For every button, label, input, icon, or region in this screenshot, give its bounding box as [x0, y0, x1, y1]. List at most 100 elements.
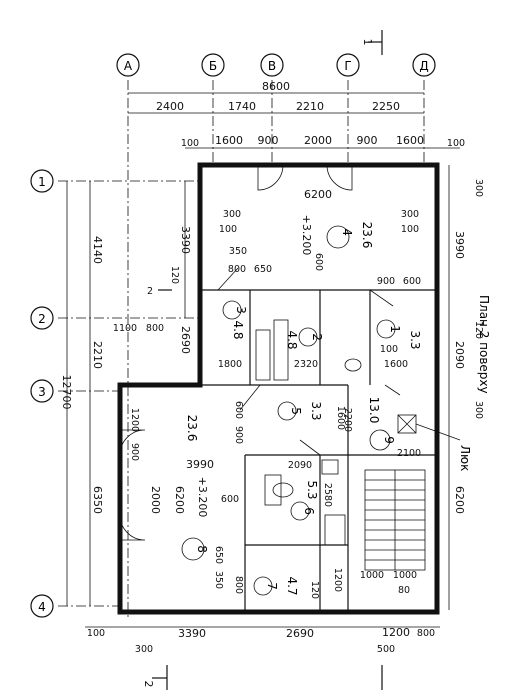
svg-text:800: 800 — [417, 628, 435, 639]
door-swings — [119, 164, 401, 541]
axis-bubble-3: 3 — [30, 379, 54, 403]
axis-bubble-1: 1 — [30, 169, 54, 193]
svg-text:100: 100 — [380, 344, 398, 355]
svg-text:900: 900 — [357, 134, 378, 147]
svg-text:1600: 1600 — [384, 359, 408, 370]
svg-text:2320: 2320 — [294, 359, 318, 370]
svg-text:1200: 1200 — [332, 568, 343, 592]
hatch-label: Люк — [458, 445, 472, 471]
svg-text:23.6: 23.6 — [185, 415, 199, 442]
svg-text:900: 900 — [377, 276, 395, 287]
axis-label-v: В — [268, 59, 276, 73]
svg-text:1200: 1200 — [382, 626, 410, 639]
svg-text:2210: 2210 — [296, 100, 324, 113]
svg-text:800: 800 — [228, 264, 246, 275]
svg-text:120: 120 — [169, 266, 180, 284]
room-4-number: 4 — [340, 228, 354, 236]
top-dimension-chain: 8600 2400 1740 2210 2250 100 1600 900 20… — [128, 80, 465, 149]
svg-text:4.8: 4.8 — [231, 320, 245, 339]
svg-text:100: 100 — [181, 138, 199, 149]
svg-text:500: 500 — [377, 644, 395, 655]
axis-label-a: А — [124, 59, 133, 73]
svg-text:2090: 2090 — [453, 341, 466, 369]
axis-label-2: 2 — [38, 312, 46, 326]
svg-text:5.3: 5.3 — [305, 480, 319, 499]
section-mark-bottom: 2 — [142, 665, 383, 690]
svg-text:9: 9 — [382, 436, 396, 444]
svg-text:2000: 2000 — [304, 134, 332, 147]
axis-label-3: 3 — [38, 385, 46, 399]
svg-text:2690: 2690 — [286, 627, 314, 640]
svg-text:1740: 1740 — [228, 100, 256, 113]
staircase — [364, 469, 426, 571]
svg-text:600: 600 — [221, 494, 239, 505]
svg-text:6200: 6200 — [453, 486, 466, 514]
axis-bubble-4: 4 — [30, 594, 54, 618]
svg-text:600: 600 — [403, 276, 421, 287]
svg-text:650: 650 — [213, 546, 224, 564]
svg-text:2100: 2100 — [397, 448, 421, 459]
axis-label-b: Б — [209, 59, 217, 73]
svg-text:4.8: 4.8 — [285, 330, 299, 349]
svg-text:900: 900 — [233, 426, 244, 444]
svg-text:3: 3 — [234, 306, 248, 314]
fixtures — [255, 319, 362, 546]
axis-bubble-d: Д — [412, 53, 436, 77]
svg-text:3390: 3390 — [179, 226, 192, 254]
svg-text:1600: 1600 — [215, 134, 243, 147]
svg-text:3990: 3990 — [453, 231, 466, 259]
axis-label-g: Г — [344, 59, 351, 73]
axis-label-d: Д — [419, 59, 428, 73]
svg-text:600: 600 — [313, 253, 324, 271]
svg-text:300: 300 — [401, 209, 419, 220]
svg-text:300: 300 — [473, 401, 484, 419]
room-4-area: 23.6 — [360, 222, 374, 249]
room-2: 2 4.8 — [285, 327, 324, 350]
svg-text:350: 350 — [213, 571, 224, 589]
svg-text:120: 120 — [473, 321, 484, 339]
room-9: 9 13.0 — [367, 397, 396, 451]
svg-text:4140: 4140 — [91, 236, 104, 264]
axis-bubble-a: А — [116, 53, 140, 77]
svg-text:7: 7 — [265, 582, 279, 590]
svg-text:2690: 2690 — [179, 326, 192, 354]
svg-text:900: 900 — [129, 443, 140, 461]
section-mark-left: 2 — [147, 286, 172, 297]
svg-text:5: 5 — [289, 407, 303, 415]
svg-text:1000: 1000 — [393, 570, 417, 581]
svg-text:800: 800 — [233, 576, 244, 594]
svg-text:1100: 1100 — [113, 323, 137, 334]
svg-text:900: 900 — [258, 134, 279, 147]
svg-text:600: 600 — [233, 401, 244, 419]
axis-bubble-2: 2 — [30, 306, 54, 330]
axis-label-1: 1 — [38, 175, 46, 189]
svg-text:2210: 2210 — [91, 341, 104, 369]
room-4-level: +3.200 — [300, 215, 313, 256]
svg-text:100: 100 — [401, 224, 419, 235]
svg-text:2580: 2580 — [322, 483, 333, 507]
svg-text:100: 100 — [447, 138, 465, 149]
bottom-dimension-chain: 100 300 3390 2690 1200 800 500 — [85, 626, 440, 655]
left-dimension-chain: 12700 4140 2210 6350 3390 2690 2000 6200 — [60, 181, 192, 606]
svg-text:100: 100 — [219, 224, 237, 235]
svg-text:3.3: 3.3 — [408, 330, 422, 349]
svg-text:6200: 6200 — [173, 486, 186, 514]
room-1: 1 3.3 — [376, 319, 422, 350]
plan-title: План 2 поверху — [477, 295, 491, 394]
svg-text:2: 2 — [142, 681, 155, 688]
svg-text:8: 8 — [195, 545, 209, 553]
svg-text:2: 2 — [310, 333, 324, 341]
room-7: 7 4.7 — [253, 576, 299, 596]
svg-text:6350: 6350 — [91, 486, 104, 514]
svg-text:4.7: 4.7 — [285, 576, 299, 595]
interior-dimensions: 300 100 300 100 350 800 650 600 120 900 … — [113, 209, 421, 599]
svg-text:8600: 8600 — [262, 80, 290, 93]
svg-text:1800: 1800 — [218, 359, 242, 370]
svg-text:3390: 3390 — [178, 627, 206, 640]
svg-text:6200: 6200 — [304, 188, 332, 201]
svg-text:120: 120 — [309, 581, 320, 599]
svg-text:6: 6 — [302, 507, 316, 515]
room-3: 3 4.8 — [222, 300, 248, 340]
svg-text:80: 80 — [398, 585, 410, 596]
